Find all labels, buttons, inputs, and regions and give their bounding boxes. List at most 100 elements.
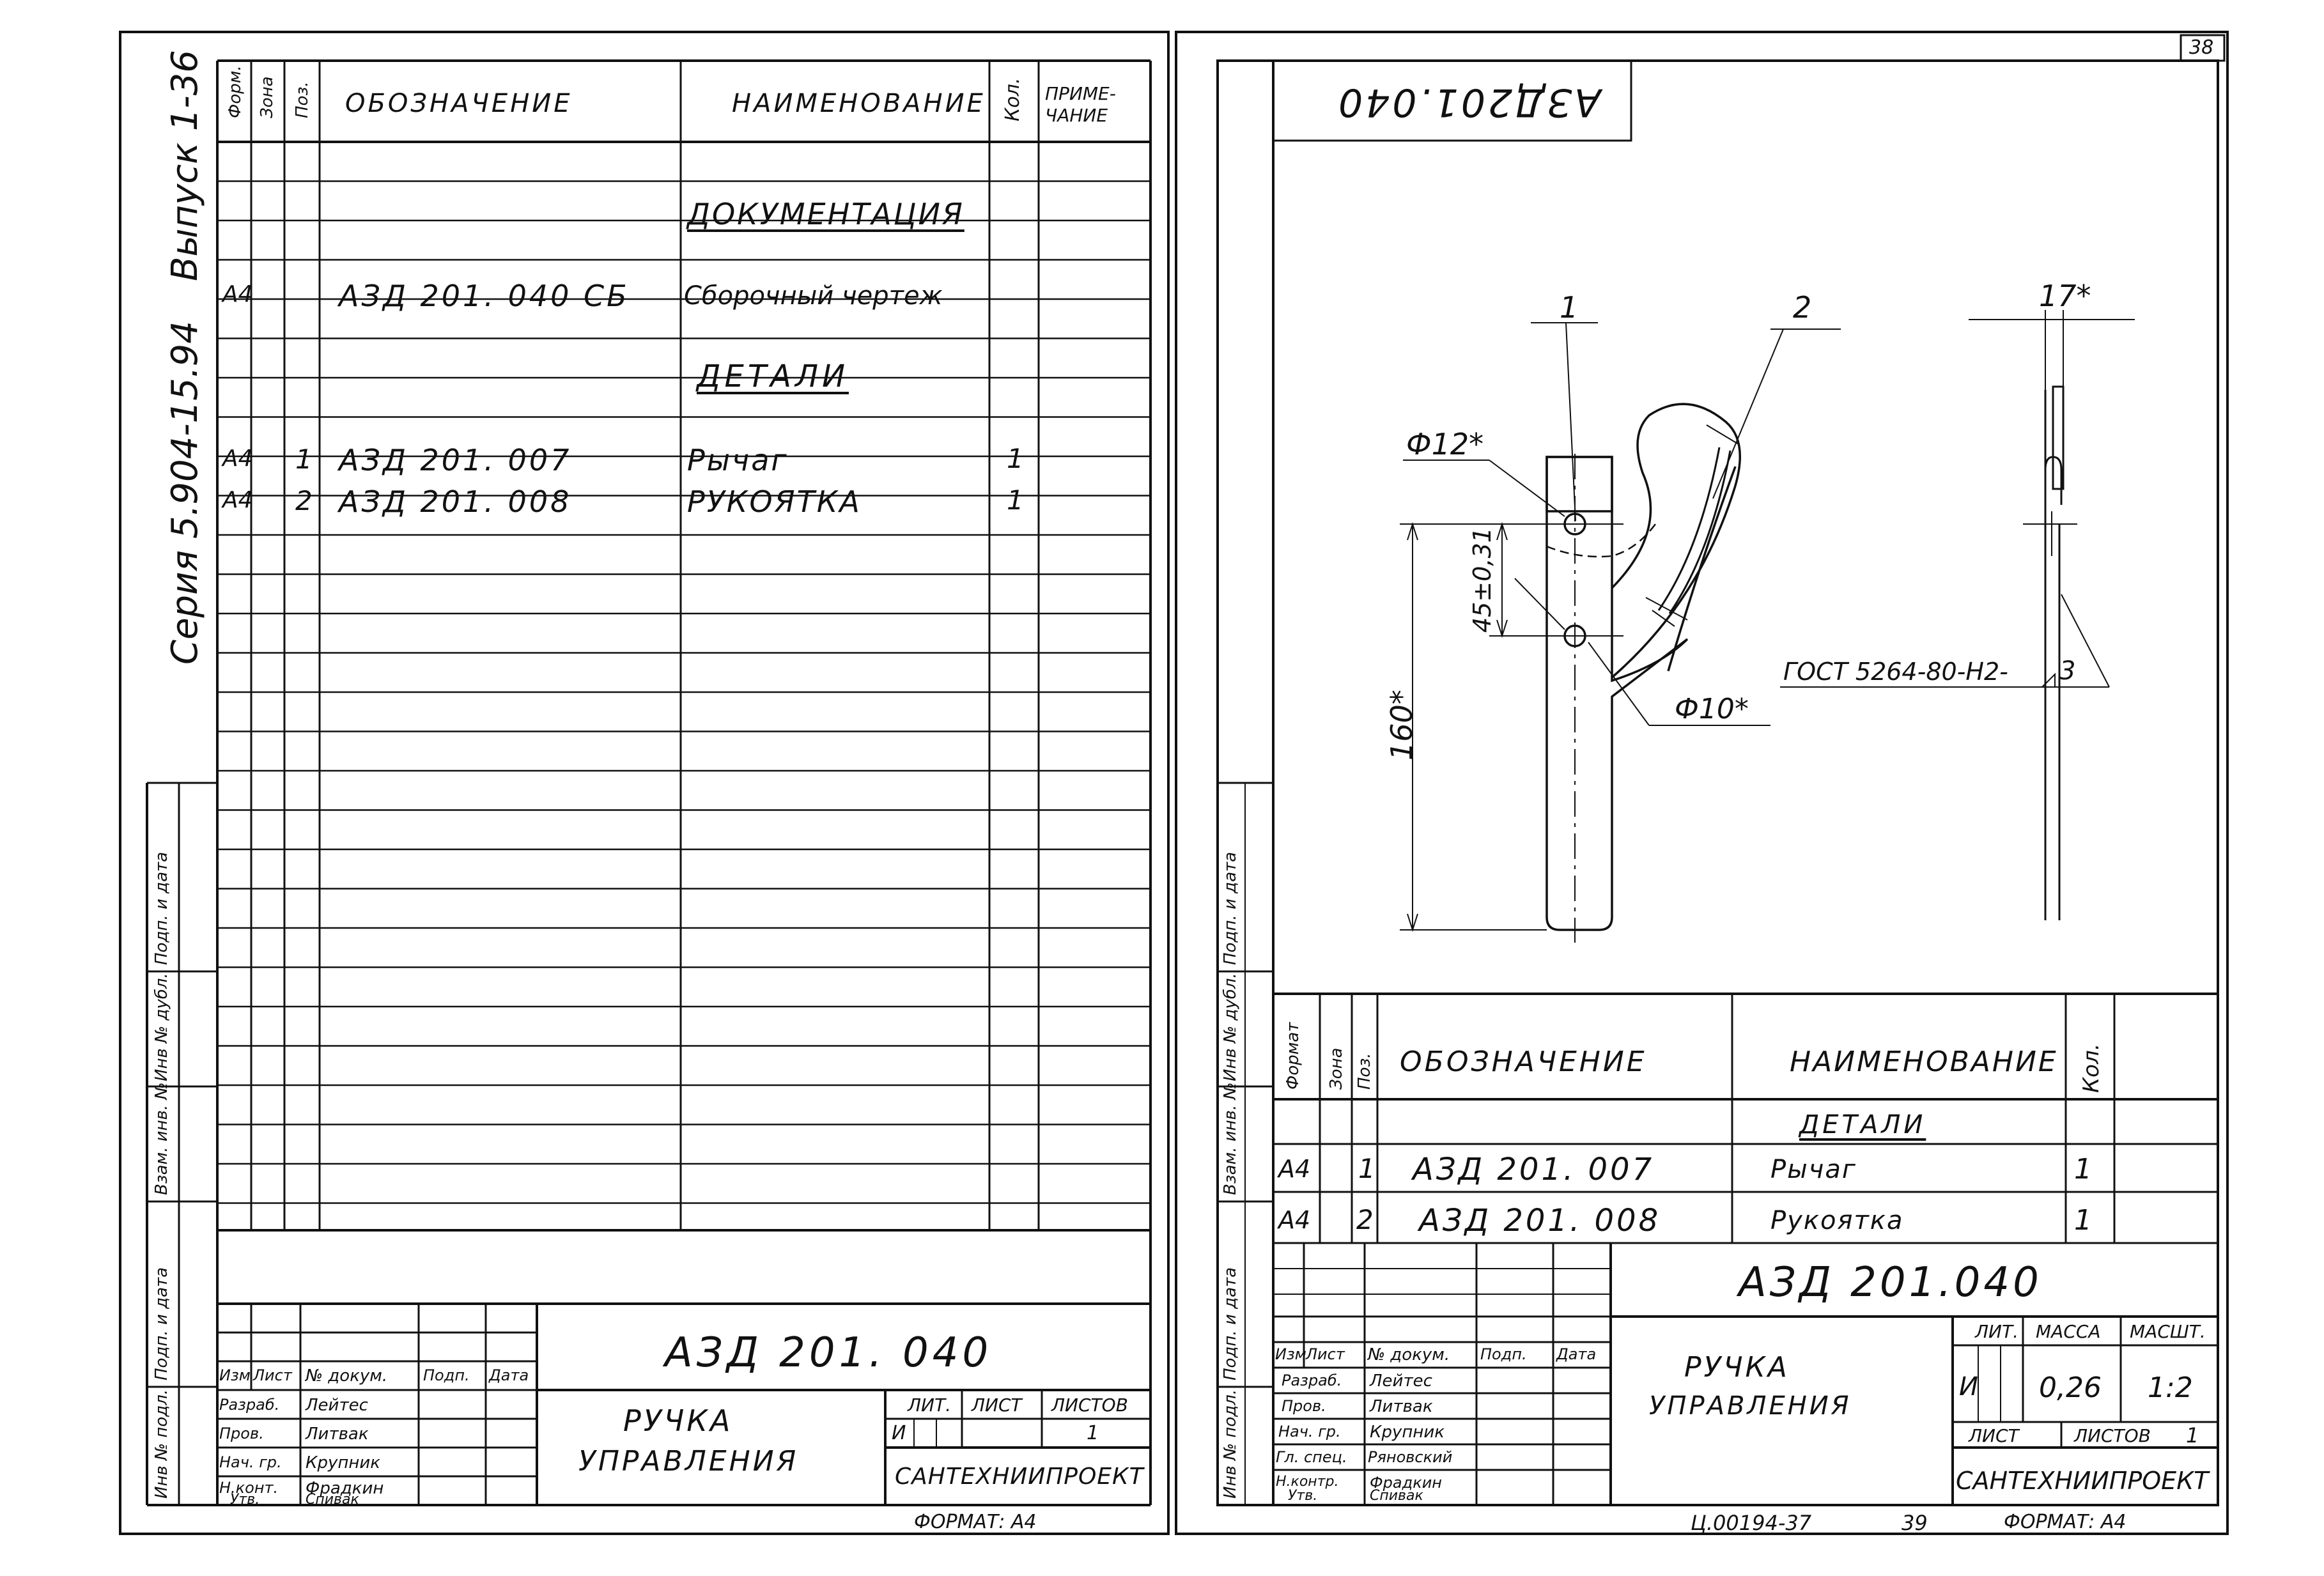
left-tb-sheets-label: Листов — [1051, 1394, 1128, 1416]
right-tb-title-1: Ручка — [1684, 1351, 1790, 1384]
right-tb-role-4: Н.контр. — [1276, 1474, 1339, 1490]
left-header-name: Наименование — [732, 89, 986, 118]
dim-17: 17* — [2039, 279, 2091, 313]
dim-45: 45±0,31 — [1468, 527, 1496, 633]
right-tb-role-3: Гл. спец. — [1276, 1448, 1347, 1466]
right-archive-page: 39 — [1902, 1511, 1928, 1535]
weld-leg: 3 — [2059, 656, 2076, 686]
right-tb-role-1: Пров. — [1282, 1397, 1326, 1415]
left-row-2-designation: АЗД 201. 008 — [339, 484, 572, 519]
right-tb-role-2: Нач. гр. — [1278, 1423, 1341, 1441]
left-tb-code: АЗД 201. 040 — [665, 1329, 993, 1377]
right-tb-role-5: Утв. — [1288, 1488, 1318, 1504]
right-tb-name-0: Лейтес — [1370, 1371, 1432, 1391]
left-row-1-name: Рычаг — [687, 443, 789, 477]
right-tb-colhdr-4: Дата — [1556, 1345, 1597, 1363]
left-tb-name-4: Спивак — [306, 1492, 359, 1508]
right-top-code: АЗД201.040 — [1336, 80, 1601, 125]
right-row-1-name: Рычаг — [1770, 1155, 1857, 1184]
left-row-2-format: А4 — [222, 487, 253, 513]
right-row-1-pos: 1 — [1358, 1153, 1375, 1184]
right-tb-mass-value: 0,26 — [2039, 1371, 2102, 1404]
dim-phi12: Ф12* — [1406, 427, 1484, 461]
right-tb-name-1: Литвак — [1370, 1397, 1433, 1416]
right-tb-title-2: управления — [1649, 1391, 1852, 1421]
left-tb-title-1: Ручка — [623, 1403, 733, 1438]
right-tb-colhdr-0: Изм — [1275, 1345, 1306, 1363]
left-margin-series: Серия 5.904-15.94 — [164, 321, 206, 665]
right-tb-scale-label: Масшт. — [2130, 1321, 2206, 1342]
left-row-1-qty: 1 — [1007, 443, 1024, 474]
left-row-sb-designation: АЗД 201. 040 СБ — [339, 279, 630, 313]
left-row-sb-name: Сборочный чертеж — [684, 281, 943, 311]
right-tb-colhdr-1: Лист — [1306, 1345, 1345, 1363]
callout-2: 2 — [1793, 290, 1812, 325]
left-tb-name-0: Лейтес — [306, 1396, 368, 1415]
left-tb-role-0: Разраб. — [219, 1396, 280, 1414]
left-tb-name-3: Фрадкин — [306, 1479, 384, 1498]
sheet-number: 38 — [2189, 36, 2214, 59]
left-tb-org: САНТЕХНИИПРОЕКТ — [895, 1464, 1144, 1490]
left-header-designation: Обозначение — [345, 89, 573, 118]
right-stamp-0: Подп. и дата — [1221, 851, 1240, 965]
left-stamp-1: Инв № дубл. — [152, 973, 171, 1081]
right-row-1-format: А4 — [1278, 1155, 1311, 1183]
right-tb-lit-value: И — [1959, 1372, 1978, 1402]
left-tb-name-1: Литвак — [306, 1425, 369, 1444]
right-header-pos: Поз. — [1355, 1053, 1374, 1090]
right-archive: Ц.00194-37 — [1691, 1511, 1812, 1535]
right-stamp-3: Подп. и дата — [1221, 1267, 1240, 1380]
left-tb-lit-value: И — [892, 1422, 906, 1444]
right-tb-sheet-label: Лист — [1969, 1425, 2019, 1446]
right-tb-name-4: Фрадкин — [1370, 1474, 1442, 1492]
right-row-2-designation: АЗД 201. 008 — [1419, 1203, 1661, 1239]
right-row-1-designation: АЗД 201. 007 — [1413, 1152, 1655, 1187]
left-header-note: Приме-чание — [1045, 83, 1116, 126]
left-header-pos: Поз. — [293, 81, 312, 118]
left-stamp-2: Взам. инв. № — [152, 1082, 171, 1195]
left-margin-issue: Выпуск 1-36 — [164, 50, 206, 281]
right-header-designation: Обозначение — [1400, 1046, 1647, 1078]
right-row-details: Детали — [1799, 1110, 1926, 1140]
left-tb-sheet-label: Лист — [972, 1394, 1022, 1416]
right-tb-colhdr-2: № докум. — [1368, 1345, 1450, 1364]
left-header-qty: Кол. — [1002, 77, 1024, 121]
right-row-2-pos: 2 — [1356, 1204, 1374, 1235]
right-tb-org: САНТЕХНИИПРОЕКТ — [1956, 1467, 2209, 1495]
right-stamp-1: Инв № дубл. — [1221, 973, 1240, 1081]
left-tb-colhdr-1: Лист — [253, 1366, 292, 1384]
left-stamp-0: Подп. и дата — [152, 851, 171, 965]
left-tb-sheets-value: 1 — [1087, 1422, 1099, 1444]
weld-note: ГОСТ 5264-80-Н2- — [1783, 658, 2008, 686]
left-tb-lit-label: Лит. — [908, 1394, 952, 1416]
left-row-1-pos: 1 — [295, 444, 313, 475]
right-row-1-qty: 1 — [2074, 1153, 2092, 1186]
left-tb-colhdr-2: № докум. — [306, 1366, 388, 1386]
left-stamp-4: Инв № подл. — [152, 1389, 171, 1499]
part-drawing — [1400, 310, 2135, 943]
right-tb-mass-label: Масса — [2036, 1321, 2101, 1342]
right-tb-lit-label: Лит. — [1975, 1321, 2019, 1342]
right-header-qty: Кол. — [2079, 1043, 2104, 1093]
right-tb-name-3: Ряновский — [1368, 1448, 1453, 1466]
left-tb-role-2: Нач. гр. — [219, 1453, 282, 1471]
left-row-sb-format: А4 — [222, 281, 253, 307]
left-tb-colhdr-0: Изм — [219, 1366, 251, 1384]
left-tb-role-4: Утв. — [230, 1492, 260, 1508]
right-stamp-4: Инв № подл. — [1221, 1389, 1240, 1499]
right-row-2-name: Рукоятка — [1770, 1206, 1904, 1235]
right-stamp-2: Взам. инв. № — [1221, 1082, 1240, 1195]
left-header-zone: Зона — [258, 76, 277, 118]
right-format: Формат: А4 — [2004, 1511, 2126, 1533]
left-tb-colhdr-4: Дата — [489, 1366, 529, 1384]
left-tb-role-3: Н.конт. — [219, 1479, 279, 1497]
callout-1: 1 — [1560, 290, 1579, 325]
right-tb-colhdr-3: Подп. — [1480, 1345, 1527, 1363]
left-row-2-qty: 1 — [1007, 484, 1024, 516]
right-tb-code: АЗД 201.040 — [1739, 1259, 2042, 1306]
right-tb-name-2: Крупник — [1370, 1423, 1445, 1442]
right-tb-name-5: Спивак — [1370, 1488, 1423, 1504]
right-row-2-qty: 1 — [2074, 1204, 2092, 1237]
left-row-details-name: Детали — [697, 359, 849, 394]
